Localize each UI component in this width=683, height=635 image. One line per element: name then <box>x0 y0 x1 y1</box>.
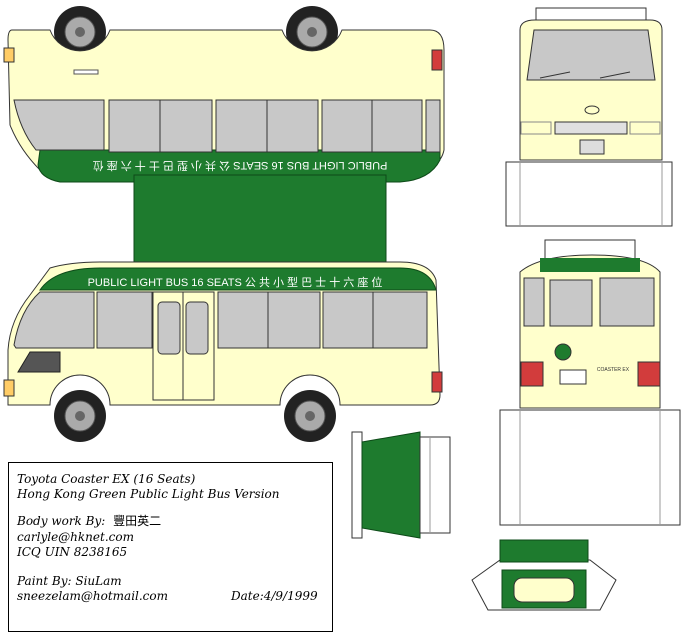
bus-side-upper: PUBLIC LIGHT BUS 16 SEATS 公 共 小 型 巴 士 十 … <box>3 6 445 183</box>
icq-number: ICQ UIN 8238165 <box>17 545 128 559</box>
wheel-icon <box>54 390 106 442</box>
wheel-icon <box>286 6 338 58</box>
badge-icon <box>554 343 572 361</box>
version-title: Hong Kong Green Public Light Bus Version <box>17 487 280 501</box>
model-title: Toyota Coaster EX (16 Seats) <box>17 472 196 486</box>
passenger-door <box>152 291 215 401</box>
toyota-logo-icon <box>584 105 600 115</box>
side-banner-lower: PUBLIC LIGHT BUS 16 SEATS 公 共 小 型 巴 士 十 … <box>88 275 383 289</box>
wheel-icon <box>284 390 336 442</box>
side-banner-upper: PUBLIC LIGHT BUS 16 SEATS 公 共 小 型 巴 士 十 … <box>93 159 388 173</box>
bodywork-label: Body work By: <box>17 514 106 528</box>
email-link-1[interactable]: carlyle@hknet.com <box>17 530 134 544</box>
fold-tab-rear <box>471 539 617 611</box>
wheel-icon <box>54 6 106 58</box>
credits-box: Toyota Coaster EX (16 Seats) Hong Kong G… <box>8 462 333 632</box>
bodywork-author: 豐田英二 <box>113 514 162 528</box>
bodywork-credit: Body work By: 豐田英二 <box>17 515 161 528</box>
date-label: Date:4/9/1999 <box>231 589 318 603</box>
email-link-2[interactable]: sneezelam@hotmail.com <box>17 589 169 603</box>
bus-rear: COASTER EX <box>499 239 681 526</box>
paint-credit: Paint By: SiuLam <box>17 574 122 588</box>
roof-panel <box>133 174 387 276</box>
bus-side-lower: PUBLIC LIGHT BUS 16 SEATS 公 共 小 型 巴 士 十 … <box>3 261 443 442</box>
bus-front <box>505 7 673 227</box>
fold-tab-front <box>351 431 451 539</box>
rear-brand-label: COASTER EX <box>597 367 630 373</box>
